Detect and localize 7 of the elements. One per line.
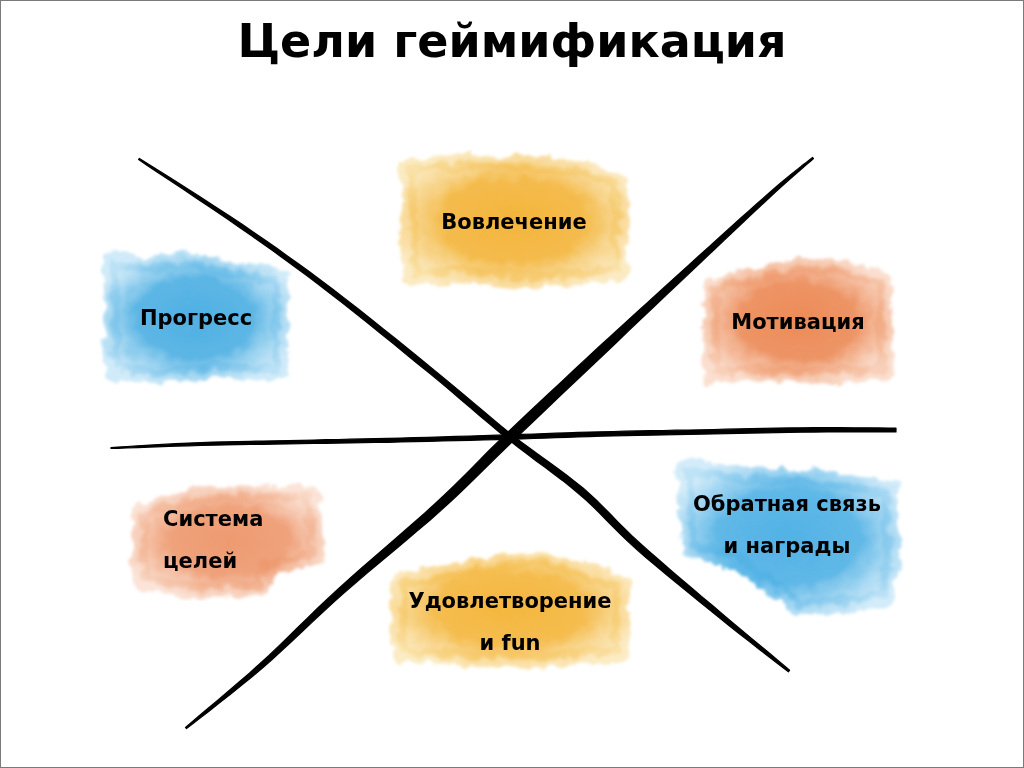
goal-label: Обратная связь и награды [691, 491, 883, 560]
goal-label: Прогресс [139, 305, 253, 332]
goal-label: Удовлетворение и fun [407, 588, 613, 657]
goal-label: Вовлечение [441, 209, 587, 236]
diagram-title: Цели геймификация [237, 13, 787, 70]
goal-label: Система целей [163, 505, 265, 575]
goal-label: Мотивация [731, 309, 865, 336]
